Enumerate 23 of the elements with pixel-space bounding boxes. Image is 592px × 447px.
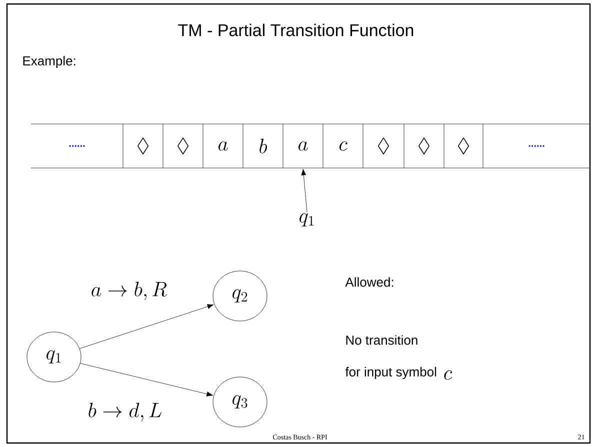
symbol: $c$ xyxy=(444,370,452,380)
tape-cell: $\lozenge$ xyxy=(458,137,470,154)
arrow xyxy=(79,304,214,349)
head-arrow xyxy=(301,168,308,212)
tape-cell: $a$ xyxy=(298,141,308,151)
heading: Example: xyxy=(23,56,76,68)
ellipsis: ...... xyxy=(528,145,544,147)
heading: Allowed: xyxy=(345,277,394,287)
edge-label: $a \to b, R$ xyxy=(92,282,167,300)
tape-cell: $\lozenge$ xyxy=(177,137,189,154)
tape-cell: $b$ xyxy=(260,138,268,154)
tape-cell: $\lozenge$ xyxy=(378,137,390,154)
edge-label: $b \to d, L$ xyxy=(88,402,162,422)
tape-cell: $\lozenge$ xyxy=(418,137,430,154)
note: for input symbol xyxy=(345,366,436,380)
arrow xyxy=(80,363,214,396)
ellipsis: ...... xyxy=(69,145,85,147)
note: No transition xyxy=(346,335,418,345)
tape-cell: $a$ xyxy=(218,141,228,151)
tape-cell: $c$ xyxy=(339,141,348,151)
head-state-label: $q_1$ xyxy=(300,213,314,226)
title: TM - Partial Transition Function xyxy=(178,24,414,36)
tape-cell: $\lozenge$ xyxy=(137,137,149,154)
